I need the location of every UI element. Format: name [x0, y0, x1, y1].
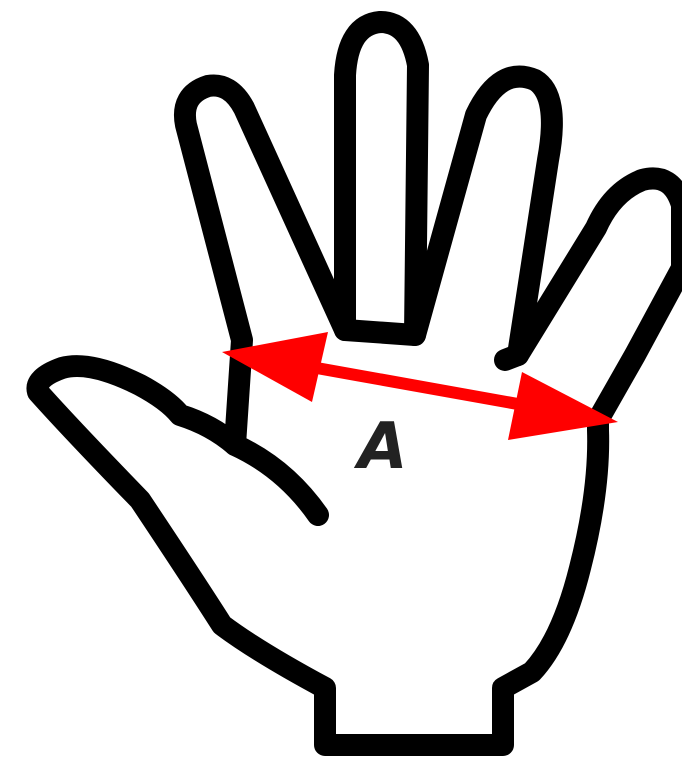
- hand-outline: [38, 22, 682, 745]
- measurement-label: A: [353, 410, 408, 484]
- finger-gap-ring-pinky: [505, 355, 518, 360]
- finger-gap-index-middle: [345, 330, 415, 335]
